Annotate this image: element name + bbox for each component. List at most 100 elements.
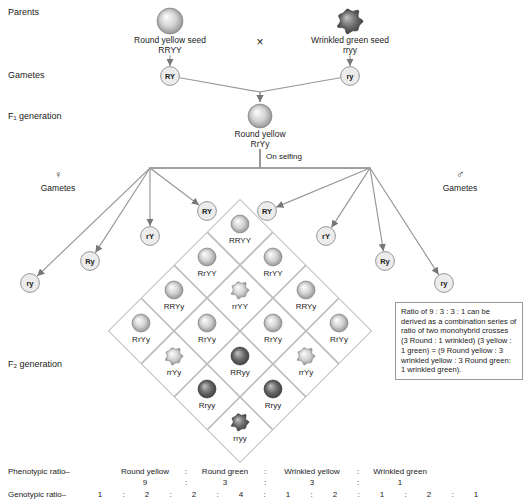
ratio-term: : — [357, 479, 359, 488]
seed-caption: rryy — [343, 46, 357, 56]
connector-line — [150, 150, 260, 205]
male-gamete: ry — [434, 273, 454, 293]
sex-symbol: ♀ — [54, 168, 62, 180]
diamond-outline — [208, 398, 273, 463]
seed-caption: RRYY — [158, 46, 181, 56]
ratio-term: Round green — [202, 468, 248, 477]
cross-symbol: × — [256, 36, 263, 49]
ratio-term: 2 — [427, 491, 431, 500]
gamete-text: ry — [340, 66, 360, 86]
ratio-term: 2 — [333, 491, 337, 500]
connector-line — [260, 150, 370, 228]
ratio-term: 1 — [398, 479, 402, 488]
round-seed — [198, 248, 216, 266]
round-seed — [264, 248, 282, 266]
wrinkled-seed — [337, 9, 363, 34]
round-seed — [248, 104, 272, 128]
seed-caption: RrYy — [251, 140, 270, 150]
gamete-text: ry — [20, 273, 40, 293]
gamete-circle: RY — [160, 66, 180, 86]
connector-line — [260, 150, 383, 252]
round-seed — [198, 314, 216, 332]
connector-line — [260, 150, 439, 275]
generation-label: Gametes — [8, 71, 45, 81]
punnett-cell: rryy — [207, 397, 273, 463]
generation-label: F₁ generation — [8, 112, 62, 122]
ratio-term: 1 — [380, 491, 384, 500]
ratio-term: 4 — [239, 491, 243, 500]
seed-caption: Wrinkled green seed — [311, 36, 389, 46]
round-seed — [165, 281, 183, 299]
ratio-term: 2 — [145, 491, 149, 500]
gamete-text: rY — [140, 226, 160, 246]
ratio-term: 1 — [286, 491, 290, 500]
ratio-term: : — [185, 479, 187, 488]
genotype-text: rryy — [207, 435, 273, 443]
connector-line — [150, 150, 260, 226]
gamete-heading: Gametes — [41, 184, 76, 193]
ratio-term: Wrinkled green — [373, 468, 427, 477]
round-seed — [264, 380, 282, 398]
male-gamete: rY — [316, 226, 336, 246]
seed-caption: Round yellow — [234, 130, 285, 140]
connector-line — [37, 150, 260, 277]
wrinkled-seed — [297, 348, 315, 365]
ratio-term: : — [451, 491, 453, 500]
ratio-term: : — [185, 468, 187, 477]
ratio-term: : — [216, 491, 218, 500]
gamete-text: Ry — [375, 251, 395, 271]
ratio-term: 1 — [474, 491, 478, 500]
ratio-term: : — [264, 468, 266, 477]
gamete-circle-shape — [81, 252, 100, 271]
gamete-circle-shape — [376, 252, 395, 271]
gamete-circle-shape — [161, 67, 180, 86]
gamete-text: RY — [197, 201, 217, 221]
male-gamete: Ry — [375, 251, 395, 271]
ratio-term: 9 — [143, 479, 147, 488]
seed-figure — [335, 6, 365, 36]
ratio-term: 1 — [98, 491, 102, 500]
gamete-circle-shape — [141, 227, 160, 246]
ratio-term: 3 — [310, 479, 314, 488]
connector-line — [349, 56, 350, 66]
parent-seed: Wrinkled green seedrryy — [295, 6, 405, 56]
note-box: Ratio of 9 : 3 : 3 : 1 can be derived as… — [395, 302, 523, 380]
gamete-circle-shape — [317, 227, 336, 246]
ratio-term: : — [357, 468, 359, 477]
round-seed — [297, 281, 315, 299]
generation-label: F₂ generation — [8, 360, 62, 370]
ratio-term: : — [122, 491, 124, 500]
ratio-term: : — [263, 491, 265, 500]
ratio-term: : — [404, 491, 406, 500]
ratio-term: 2 — [192, 491, 196, 500]
gamete-circle-shape — [198, 202, 217, 221]
gamete-text: Ry — [80, 251, 100, 271]
gamete-circle-shape — [435, 274, 454, 293]
round-seed — [198, 380, 216, 398]
ratio-term: : — [310, 491, 312, 500]
female-gamete: rY — [140, 226, 160, 246]
connector-line — [260, 78, 340, 102]
round-seed — [132, 314, 150, 332]
connector-line — [169, 56, 170, 66]
gamete-heading: Gametes — [443, 184, 478, 193]
gamete-text: rY — [316, 226, 336, 246]
seed-caption: Round yellow seed — [134, 36, 206, 46]
ratio-term: : — [169, 491, 171, 500]
ratio-heading: Genotypic ratio– — [8, 491, 66, 500]
gamete-text: RY — [257, 201, 277, 221]
round-seed — [264, 314, 282, 332]
gamete-text: RY — [160, 66, 180, 86]
ratio-heading: Phenotypic ratio– — [8, 468, 70, 477]
process-note: On selfing — [266, 153, 302, 162]
connector-line — [260, 150, 370, 208]
ratio-term: Round yellow — [121, 468, 169, 477]
gamete-circle-shape — [341, 67, 360, 86]
sex-symbol: ♂ — [456, 168, 464, 180]
parent-seed: Round yellow seedRRYY — [115, 6, 225, 56]
round-seed — [157, 8, 183, 34]
female-gamete: ry — [20, 273, 40, 293]
connector-line — [95, 150, 260, 253]
round-seed — [231, 347, 249, 365]
